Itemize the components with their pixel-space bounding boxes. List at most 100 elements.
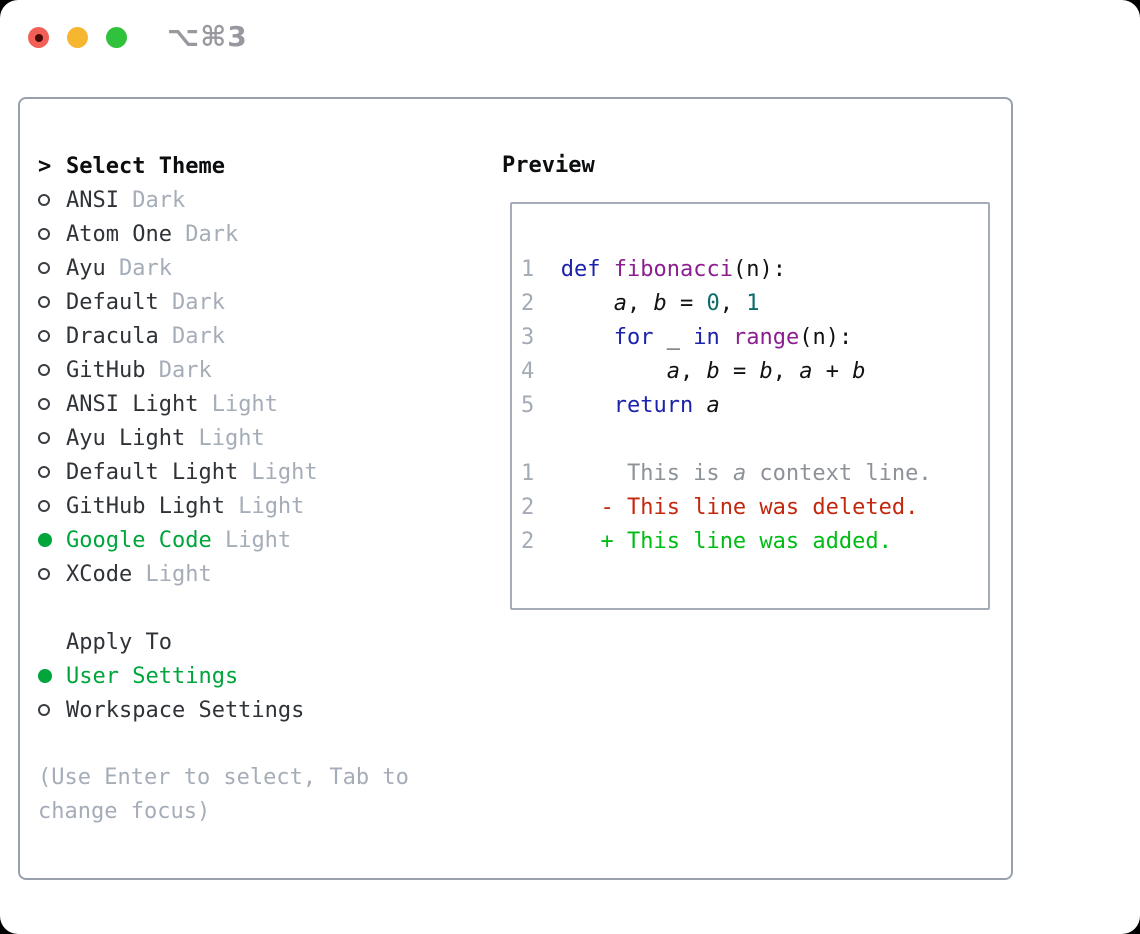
theme-option-label: Ayu — [66, 255, 106, 281]
theme-variant-badge: Dark — [105, 255, 172, 281]
apply-option-label: User Settings — [66, 663, 239, 689]
list-gap — [38, 727, 468, 761]
apply-to-label: Apply To — [66, 629, 172, 655]
code-token: a — [666, 359, 680, 384]
theme-variant-badge: Dark — [158, 289, 225, 315]
code-token: , — [772, 359, 800, 384]
theme-option-dracula[interactable]: Dracula Dark — [38, 319, 468, 353]
radio-selected-icon[interactable] — [38, 533, 66, 547]
theme-variant-badge: Dark — [145, 357, 212, 383]
radio-icon[interactable] — [38, 568, 66, 580]
line-number: 4 — [521, 359, 535, 384]
line-number: 2 — [521, 495, 535, 520]
theme-variant-badge: Light — [211, 527, 292, 553]
theme-option-github-light[interactable]: GitHub Light Light — [38, 489, 468, 523]
code-token: , — [679, 359, 707, 384]
code-token: (n): — [799, 325, 853, 350]
circle-icon — [38, 704, 50, 716]
code-token — [534, 393, 613, 418]
circle-icon — [38, 194, 50, 206]
theme-variant-badge: Dark — [158, 323, 225, 349]
code-token: (n): — [732, 257, 786, 282]
apply-option-workspace-settings[interactable]: Workspace Settings — [38, 693, 468, 727]
code-line: 2 a, b = 0, 1 — [521, 287, 988, 321]
radio-icon[interactable] — [38, 330, 66, 342]
line-number: 3 — [521, 325, 535, 350]
code-token: range — [732, 325, 800, 350]
code-token — [534, 291, 613, 316]
code-token: a — [799, 359, 813, 384]
titlebar: ⌥⌘3 — [0, 0, 1140, 97]
theme-option-label: Ayu Light — [66, 425, 186, 451]
radio-icon[interactable] — [38, 398, 66, 410]
line-number: 2 — [521, 529, 535, 554]
theme-option-ansi-light[interactable]: ANSI Light Light — [38, 387, 468, 421]
code-token: + This line was added. — [600, 529, 892, 554]
radio-icon[interactable] — [38, 466, 66, 478]
apply-option-user-settings[interactable]: User Settings — [38, 659, 468, 693]
radio-icon[interactable] — [38, 364, 66, 376]
theme-option-label: Default — [66, 289, 159, 315]
list-gap — [38, 591, 468, 625]
radio-icon[interactable] — [38, 296, 66, 308]
line-number: 5 — [521, 393, 535, 418]
circle-icon — [38, 296, 50, 308]
minimize-button[interactable] — [67, 27, 88, 48]
code-token: - This line was deleted. — [600, 495, 919, 520]
code-token: b — [852, 359, 866, 384]
select-theme-header: > Select Theme — [38, 149, 468, 183]
radio-icon[interactable] — [38, 194, 66, 206]
theme-variant-badge: Light — [238, 459, 318, 485]
radio-icon[interactable] — [38, 432, 66, 444]
selection-caret-icon: > — [38, 153, 52, 179]
code-line: 5 return a — [521, 389, 988, 423]
theme-option-github[interactable]: GitHub Dark — [38, 353, 468, 387]
code-line: 2 + This line was added. — [521, 525, 988, 559]
theme-option-google-code[interactable]: Google Code Light — [38, 523, 468, 557]
zoom-button[interactable] — [106, 27, 127, 48]
code-token — [534, 257, 561, 282]
theme-option-label: GitHub — [66, 357, 146, 383]
hint-text-line-1: (Use Enter to select, Tab to — [38, 765, 409, 790]
radio-icon[interactable] — [38, 228, 66, 240]
code-token: b — [759, 359, 773, 384]
code-token: def — [560, 257, 601, 282]
line-number: 1 — [521, 461, 535, 486]
code-token: + — [812, 359, 853, 384]
apply-to-header: Apply To — [38, 625, 468, 659]
theme-option-atom-one[interactable]: Atom One Dark — [38, 217, 468, 251]
code-token: b — [653, 291, 667, 316]
code-token: a — [613, 291, 627, 316]
code-token: context line. — [746, 461, 932, 486]
theme-option-default-light[interactable]: Default Light Light — [38, 455, 468, 489]
radio-icon[interactable] — [38, 262, 66, 274]
code-line: 4 a, b = b, a + b — [521, 355, 988, 389]
radio-icon[interactable] — [38, 704, 66, 716]
blank-line — [521, 423, 988, 457]
theme-option-ayu-light[interactable]: Ayu Light Light — [38, 421, 468, 455]
code-token: a — [706, 393, 720, 418]
theme-option-label: XCode — [66, 561, 133, 587]
code-token — [534, 325, 613, 350]
theme-option-xcode[interactable]: XCode Light — [38, 557, 468, 591]
theme-variant-badge: Light — [198, 391, 278, 417]
theme-option-ansi[interactable]: ANSI Dark — [38, 183, 468, 217]
close-button[interactable] — [28, 27, 49, 48]
preview-header: Preview — [502, 153, 595, 178]
theme-option-label: Default Light — [66, 459, 239, 485]
circle-icon — [38, 262, 50, 274]
radio-selected-icon[interactable] — [38, 669, 66, 683]
theme-option-default[interactable]: Default Dark — [38, 285, 468, 319]
radio-icon[interactable] — [38, 500, 66, 512]
circle-icon — [38, 398, 50, 410]
filled-dot-icon — [38, 533, 52, 547]
code-token — [534, 529, 600, 554]
theme-option-ayu[interactable]: Ayu Dark — [38, 251, 468, 285]
theme-option-label: Google Code — [66, 527, 212, 553]
theme-option-label: ANSI — [66, 187, 119, 213]
